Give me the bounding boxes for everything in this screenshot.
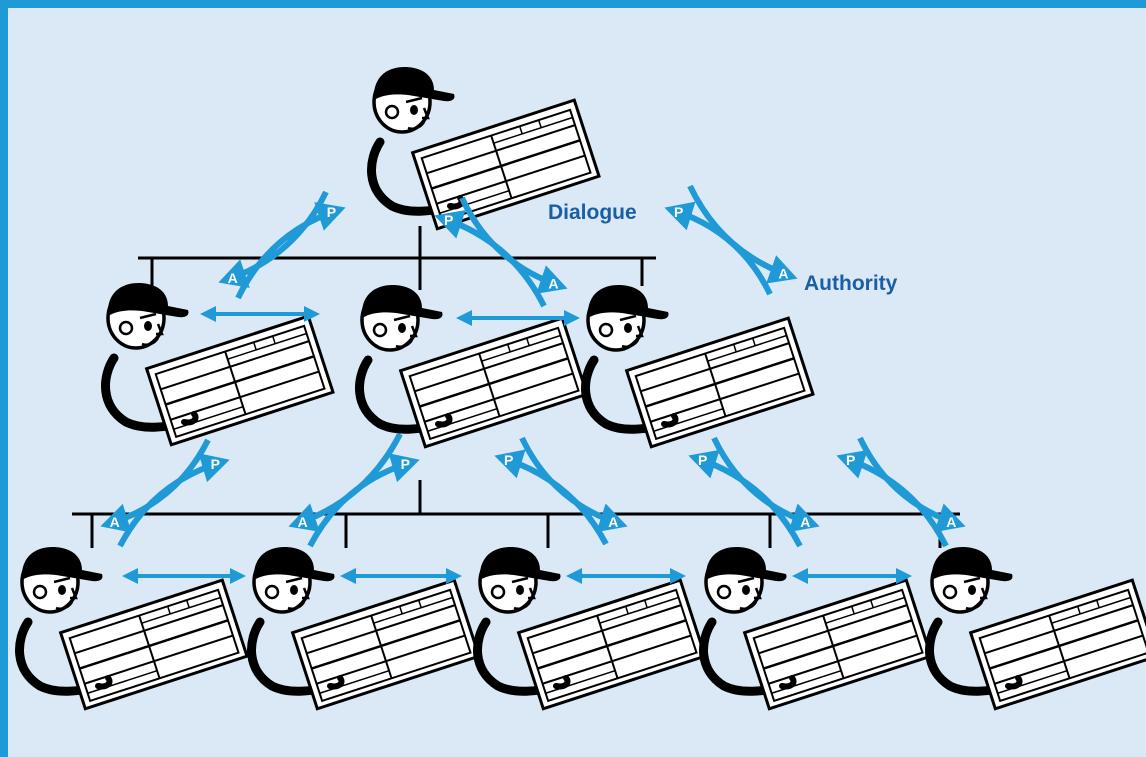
mid-worker-2-figure [359, 285, 587, 447]
authority-arrowhead: A [288, 503, 320, 532]
arrow-pair-bot-3: AP [494, 436, 628, 546]
arrow-pair-bot-4: AP [688, 436, 820, 548]
svg-text:A: A [946, 514, 956, 530]
arrow-pair-top-left: AP [218, 190, 346, 300]
dialogue-arrowhead: P [198, 453, 230, 483]
svg-text:P: P [444, 212, 453, 228]
svg-text:A: A [800, 514, 810, 530]
arrow-pair-bot-1: AP [100, 438, 230, 548]
bottom-worker-2-figure [251, 547, 479, 709]
dialogue-arrowhead: P [688, 449, 720, 479]
authority-arrowhead: A [536, 265, 568, 294]
svg-text:A: A [548, 276, 558, 292]
authority-arrowhead: A [934, 503, 966, 533]
mid-worker-1-figure [105, 283, 333, 445]
peer-arrow-bot-2 [340, 568, 462, 584]
peer-arrow-bot-3 [566, 568, 686, 584]
svg-text:A: A [778, 266, 788, 282]
dialogue-arrowhead: P [388, 453, 420, 483]
peer-dialogue-arrows [122, 306, 912, 584]
authority-label: Authority [804, 272, 898, 295]
svg-text:A: A [298, 514, 308, 530]
bottom-worker-5-figure [929, 547, 1146, 709]
authority-arrowhead: A [100, 503, 132, 533]
peer-arrow-mid-2 [456, 310, 580, 326]
svg-text:P: P [846, 452, 855, 468]
dialogue-arrowhead: P [494, 449, 526, 479]
peer-arrow-bot-4 [792, 568, 912, 584]
svg-text:P: P [674, 204, 683, 220]
svg-text:A: A [608, 514, 618, 530]
peer-arrow-bot-1 [122, 568, 246, 584]
svg-text:P: P [211, 456, 220, 472]
svg-text:P: P [401, 456, 410, 472]
svg-text:P: P [504, 452, 513, 468]
dialogue-label: Dialogue [548, 201, 637, 224]
svg-text:P: P [698, 452, 707, 468]
svg-text:P: P [327, 204, 336, 220]
dialogue-arrowhead: P [664, 201, 696, 231]
arrow-pair-legend: AP [664, 184, 798, 296]
svg-text:A: A [110, 514, 120, 530]
arrow-pair-bot-5: AP [836, 436, 966, 548]
dialogue-arrowhead: P [836, 450, 868, 479]
dialogue-arrowhead: P [314, 202, 346, 231]
authority-arrowhead: A [788, 503, 820, 533]
mid-worker-3-figure [585, 285, 813, 447]
arrow-pair-top-right: AP [434, 196, 568, 308]
authority-arrowhead: A [766, 255, 798, 284]
arrow-pair-bot-2: AP [288, 432, 420, 548]
peer-arrow-mid-1 [200, 306, 320, 322]
authority-arrowhead: A [218, 259, 250, 288]
dialogue-arrowhead: P [434, 210, 466, 239]
svg-text:A: A [228, 270, 238, 286]
authority-arrowhead: A [596, 503, 628, 533]
hierarchy-lines [72, 226, 960, 548]
